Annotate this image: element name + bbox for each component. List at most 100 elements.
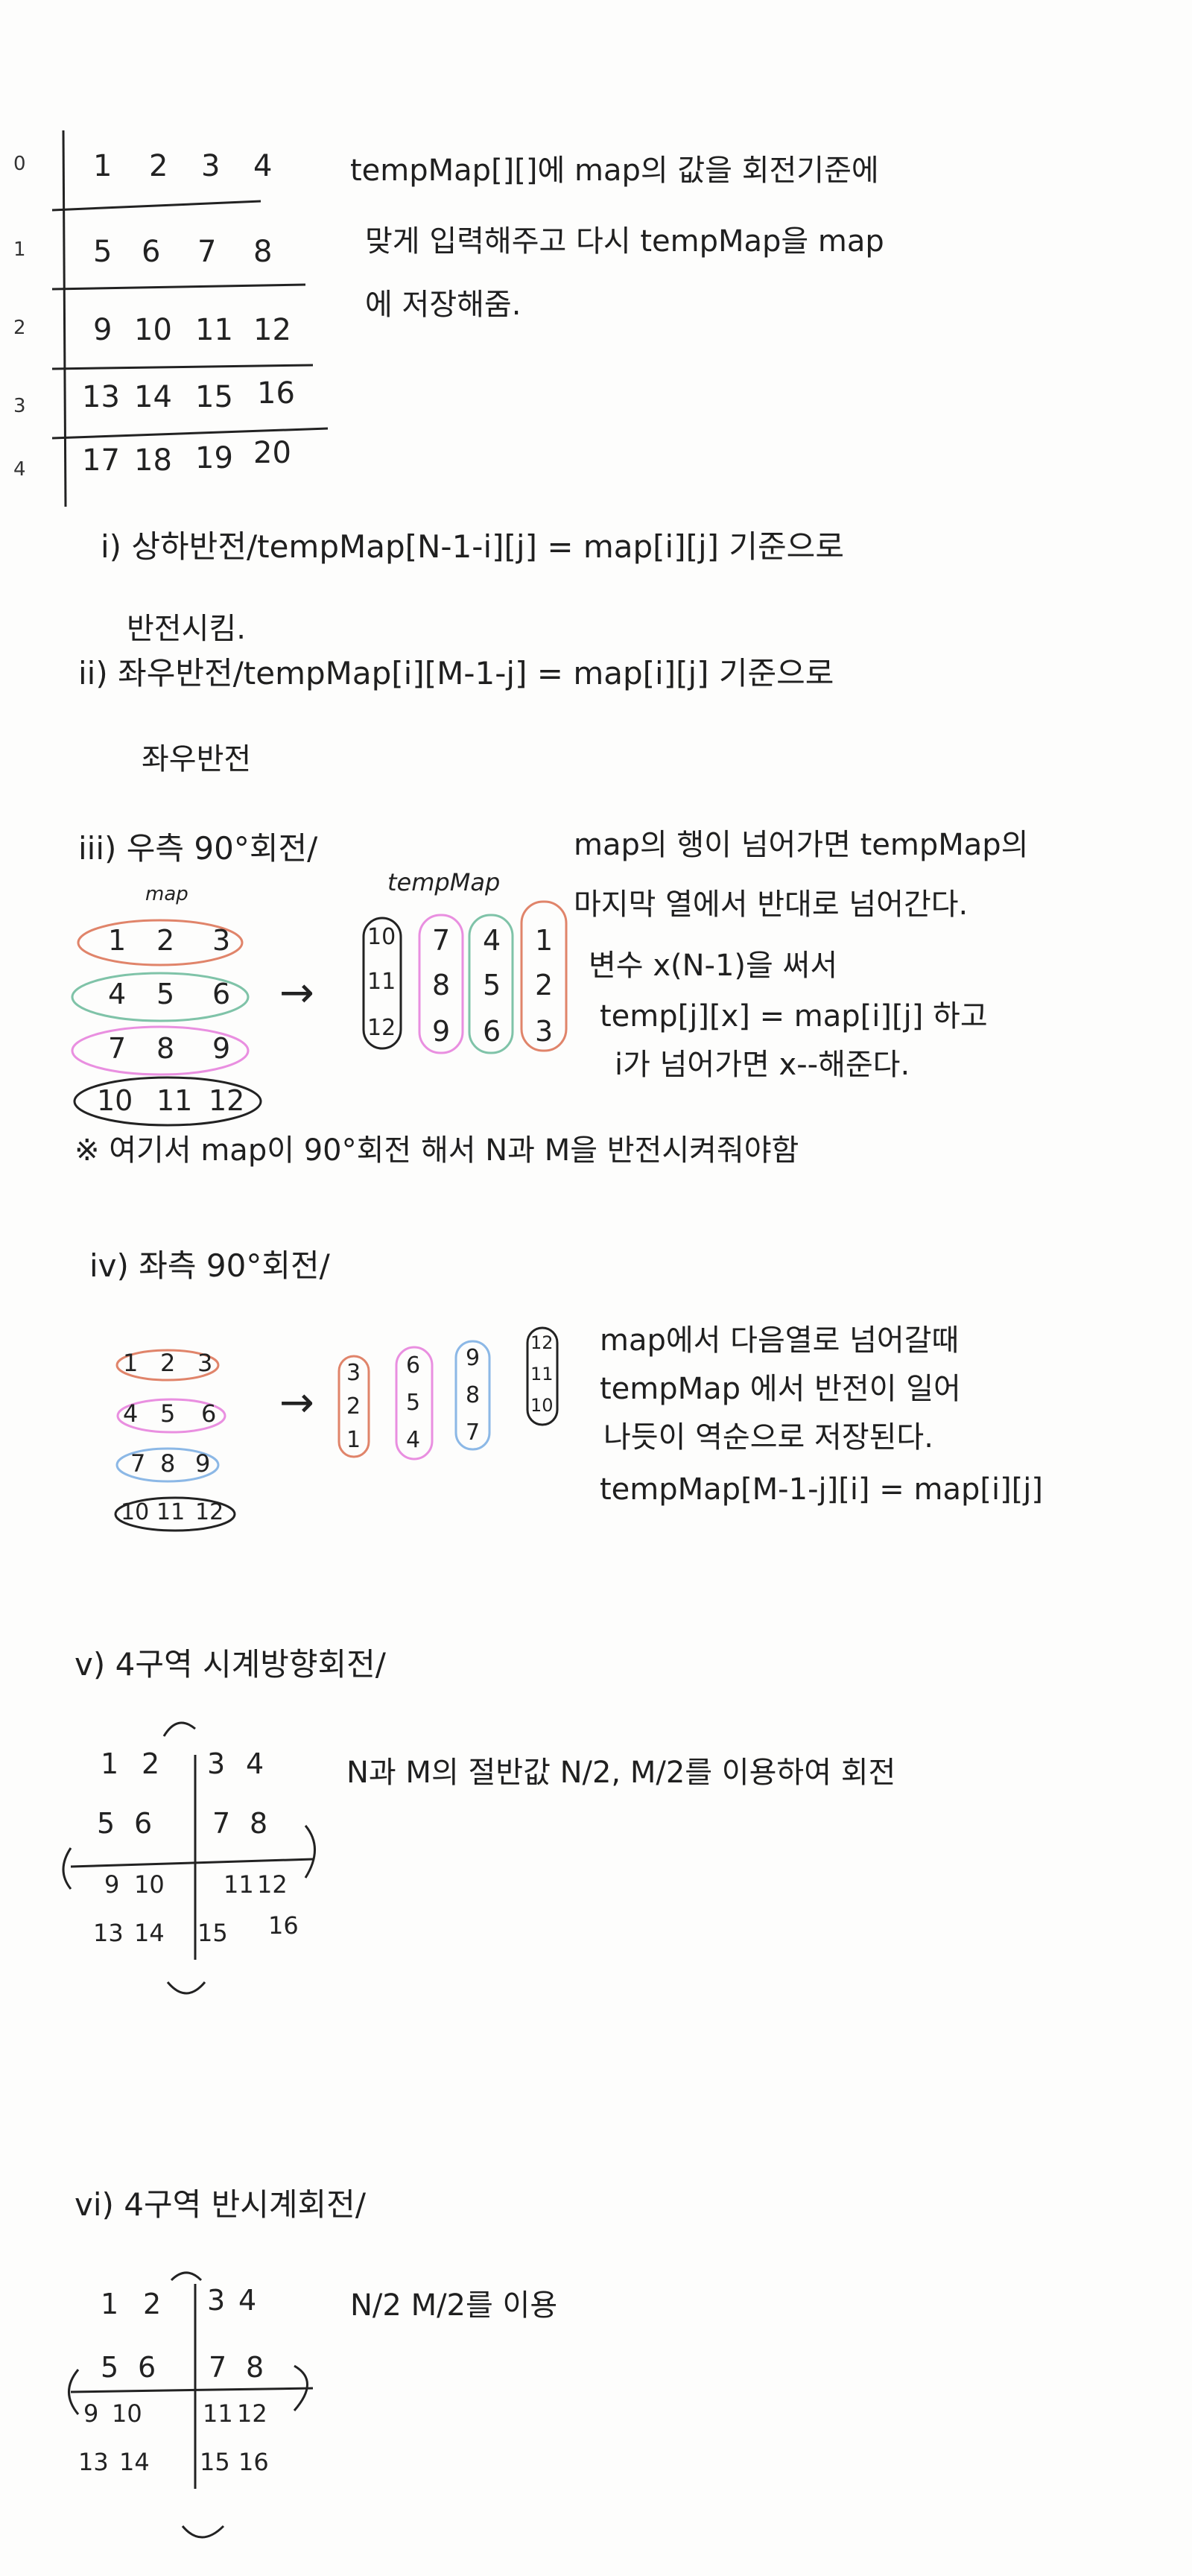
matrix-cell: 4 [108, 978, 127, 1010]
quadrant-horizontal-line [70, 1858, 314, 1868]
table-cell: 9 [93, 313, 112, 347]
table-cell: 15 [195, 380, 233, 414]
grid-cell: 11 [203, 2399, 233, 2428]
row-index: 3 [13, 395, 26, 417]
matrix-cell: 5 [406, 1390, 421, 1416]
grid-cell: 15 [197, 1919, 228, 1947]
section-heading: v) 4구역 시계방향회전/ [74, 1646, 386, 1683]
section-heading: iii) 우측 90°회전/ [78, 830, 318, 867]
highlight-column-pink [418, 914, 464, 1054]
matrix-cell: 1 [535, 924, 554, 957]
grid-cell: 1 [101, 1747, 119, 1780]
row-index: 4 [13, 458, 26, 481]
matrix-cell: 5 [156, 978, 175, 1010]
matrix-cell: 1 [108, 924, 127, 957]
matrix-cell: 2 [535, 969, 554, 1001]
note-line: temp[j][x] = map[i][j] 하고 [600, 999, 988, 1034]
table-vertical-line [62, 130, 67, 507]
matrix-cell: 11 [367, 969, 396, 995]
table-cell: 18 [134, 443, 172, 478]
matrix-cell: 9 [212, 1032, 231, 1065]
note-line: tempMap[][]에 map의 값을 회전기준에 [350, 154, 879, 188]
highlight-oval-pink [116, 1398, 226, 1434]
highlight-column-black [362, 917, 402, 1050]
section-heading: ii) 좌우반전/tempMap[i][M-1-j] = map[i][j] 기… [78, 655, 834, 692]
table-cell: 6 [142, 235, 161, 269]
matrix-cell: 2 [160, 1349, 176, 1377]
matrix-cell: 7 [108, 1032, 127, 1065]
rotation-arrow [293, 2364, 308, 2411]
matrix-cell: 6 [483, 1015, 501, 1048]
matrix-cell: 12 [530, 1332, 554, 1353]
matrix-cell: 7 [432, 924, 451, 957]
matrix-cell: 3 [346, 1360, 361, 1386]
grid-cell: 10 [112, 2399, 142, 2428]
matrix-cell: 5 [483, 969, 501, 1001]
section-heading: iv) 좌측 90°회전/ [89, 1247, 330, 1284]
grid-cell: 15 [200, 2448, 230, 2476]
grid-cell: 4 [246, 1747, 264, 1780]
matrix-cell: 4 [123, 1399, 139, 1428]
grid-cell: 14 [119, 2448, 150, 2476]
grid-cell: 2 [143, 2288, 162, 2320]
matrix-cell: 6 [201, 1399, 217, 1428]
highlight-column-pink [395, 1346, 434, 1461]
section-note: N/2 M/2를 이용 [350, 2288, 558, 2323]
matrix-cell: 8 [432, 969, 451, 1001]
table-cell: 8 [253, 235, 273, 269]
matrix-cell: 12 [209, 1084, 245, 1117]
section-heading: i) 상하반전/tempMap[N-1-i][j] = map[i][j] 기준… [101, 528, 844, 565]
rotation-arrow [62, 1847, 72, 1890]
grid-cell: 16 [268, 1911, 299, 1940]
table-cell: 16 [257, 376, 295, 411]
matrix-cell: 6 [212, 978, 231, 1010]
matrix-cell: 5 [160, 1399, 176, 1428]
table-cell: 4 [253, 149, 273, 183]
grid-cell: 1 [101, 2288, 119, 2320]
table-divider [51, 364, 314, 370]
table-divider [51, 283, 306, 291]
matrix-cell: 10 [530, 1395, 554, 1416]
matrix-cell: 2 [346, 1393, 361, 1420]
rotation-arrow [170, 2271, 203, 2282]
matrix-cell: 4 [483, 924, 501, 957]
note-line: 반전시킴. [127, 612, 246, 646]
note-line: 변수 x(N-1)을 써서 [589, 949, 838, 983]
table-cell: 10 [134, 313, 172, 347]
footnote: ※ 여기서 map이 90°회전 해서 N과 M을 반전시켜줘야함 [74, 1133, 799, 1168]
note-line: 나듯이 역순으로 저장된다. [603, 1420, 933, 1455]
tempmap-label: tempMap [387, 868, 501, 896]
grid-cell: 9 [83, 2399, 99, 2428]
note-line: 마지막 열에서 반대로 넘어간다. [574, 887, 968, 922]
rotation-arrow [166, 1981, 206, 1995]
matrix-cell: 10 [121, 1499, 150, 1525]
right-arrow-icon: → [279, 1379, 314, 1427]
matrix-cell: 8 [156, 1032, 175, 1065]
matrix-cell: 10 [367, 924, 396, 950]
note-line: map에서 다음열로 넘어갈때 [600, 1323, 960, 1358]
grid-cell: 12 [237, 2399, 267, 2428]
grid-cell: 16 [238, 2448, 269, 2476]
table-divider [51, 200, 261, 212]
highlight-oval-black [73, 1076, 262, 1127]
matrix-cell: 4 [406, 1427, 421, 1453]
matrix-cell: 9 [466, 1345, 481, 1371]
grid-cell: 3 [207, 1747, 226, 1780]
rotation-arrow [304, 1825, 316, 1879]
highlight-oval-green [71, 972, 250, 1022]
highlight-column-orange [520, 900, 568, 1052]
note-line: tempMap 에서 반전이 일어 [600, 1372, 961, 1406]
table-cell: 2 [149, 149, 168, 183]
matrix-cell: 8 [160, 1449, 176, 1478]
highlight-column-black [526, 1326, 559, 1426]
grid-cell: 13 [93, 1919, 124, 1947]
matrix-cell: 3 [535, 1015, 554, 1048]
note-line: 에 저장해줌. [365, 288, 522, 322]
grid-cell: 5 [97, 1807, 115, 1840]
highlight-column-green [468, 914, 514, 1054]
grid-cell: 11 [224, 1870, 254, 1899]
note-line: tempMap[M-1-j][i] = map[i][j] [600, 1472, 1043, 1507]
highlight-oval-orange [115, 1349, 220, 1382]
matrix-cell: 1 [346, 1427, 361, 1453]
